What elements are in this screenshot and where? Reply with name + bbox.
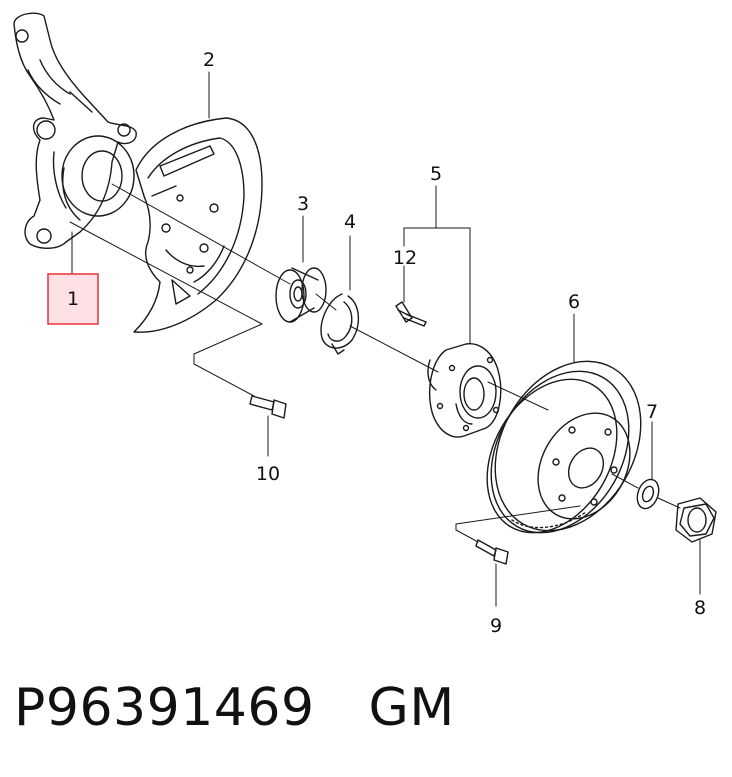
hub-nut[interactable]	[675, 497, 717, 543]
callout-1[interactable]: 1	[67, 288, 79, 310]
shield-bolt[interactable]	[249, 395, 287, 419]
wheel-hub[interactable]	[427, 343, 502, 438]
dust-shield[interactable]	[133, 117, 263, 333]
disc-screw[interactable]	[475, 539, 509, 565]
brand-name: GM	[368, 678, 455, 738]
leader-lines	[71, 71, 701, 607]
wheel-stud[interactable]	[395, 301, 427, 327]
callout-12[interactable]: 12	[393, 247, 417, 269]
footer-part-info: P96391469 GM	[14, 678, 455, 738]
callout-10[interactable]: 10	[256, 463, 280, 485]
wheel-bearing[interactable]	[275, 267, 327, 323]
callout-7[interactable]: 7	[646, 401, 658, 423]
alignment-lines	[69, 183, 681, 543]
callout-3[interactable]: 3	[297, 193, 309, 215]
steering-knuckle[interactable]	[13, 12, 137, 249]
callout-5[interactable]: 5	[430, 163, 442, 185]
brake-disc[interactable]	[461, 335, 670, 557]
part-number: P96391469	[14, 678, 315, 738]
callout-9[interactable]: 9	[490, 615, 502, 637]
snap-ring[interactable]	[320, 293, 359, 355]
callout-labels: 1 2 3 4 5 12 6 7 10 9 8	[67, 49, 706, 637]
callout-6[interactable]: 6	[568, 291, 580, 313]
part-1-highlight[interactable]	[47, 273, 99, 325]
callout-4[interactable]: 4	[344, 211, 356, 233]
washer[interactable]	[633, 476, 662, 511]
callout-2[interactable]: 2	[203, 49, 215, 71]
callout-8[interactable]: 8	[694, 597, 706, 619]
